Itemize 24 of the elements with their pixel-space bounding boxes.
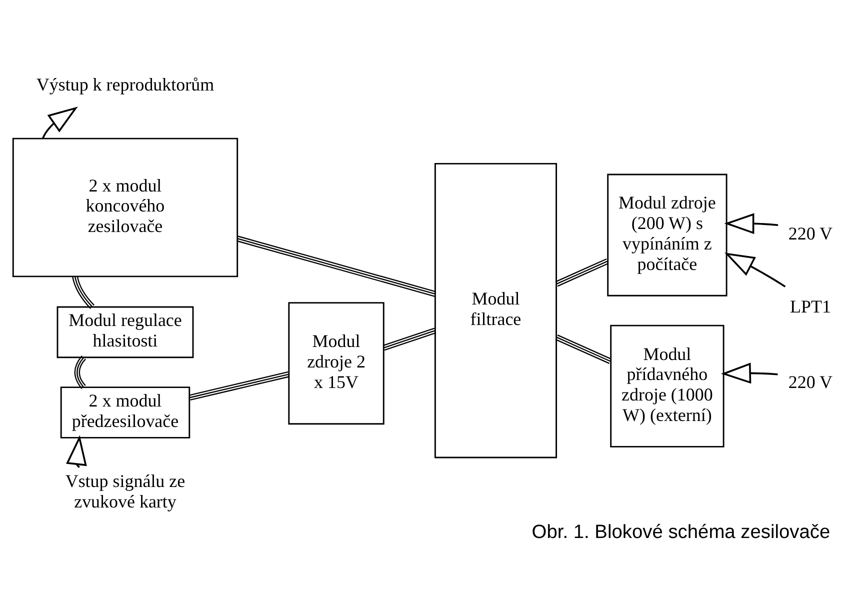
connector — [188, 371, 290, 401]
connector — [74, 356, 86, 390]
node-box: 2 x modul koncového zesilovače — [12, 138, 238, 278]
connector — [382, 328, 436, 351]
node-box: Modul přídavného zdroje (1000 W) (externí) — [610, 324, 724, 448]
node-text: Výstup k reproduktorům — [36, 74, 214, 95]
connector — [72, 276, 94, 309]
node-text: Vstup signálu ze zvukové karty — [65, 470, 186, 512]
node-box: Modul zdroje 2 x 15V — [288, 302, 384, 425]
connector — [555, 258, 609, 287]
node-text: LPT1 — [790, 296, 831, 316]
node-text: 220 V — [788, 372, 833, 392]
node-box: Modul regulace hlasitosti — [56, 306, 194, 358]
arrow — [42, 106, 78, 139]
node-text: 220 V — [788, 223, 833, 244]
connector — [236, 236, 436, 297]
arrow — [724, 252, 786, 288]
arrow — [720, 362, 778, 384]
node-box: Modul filtrace — [434, 163, 558, 458]
node-box: 2 x modul předzesilovače — [60, 386, 190, 438]
arrow — [724, 213, 778, 234]
connector — [555, 334, 612, 364]
node-box: Modul zdroje (200 W) s vypínáním z počítače — [607, 174, 728, 296]
caption: Obr. 1. Blokové schéma zesilovače — [532, 522, 830, 544]
